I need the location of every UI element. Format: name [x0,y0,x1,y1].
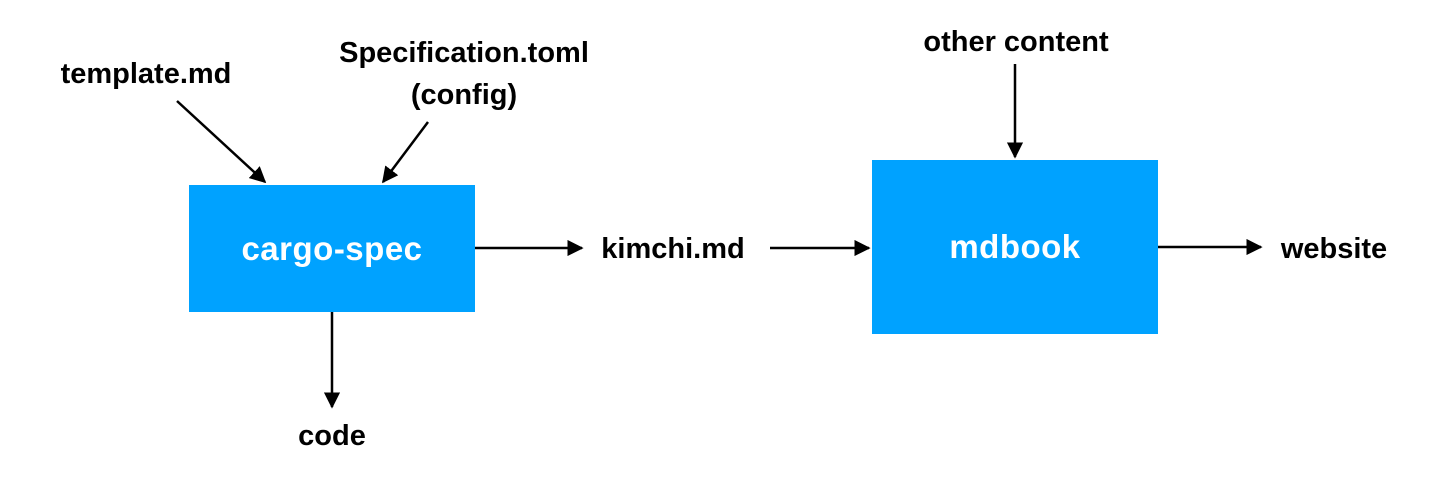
label-other-content: other content [923,26,1109,58]
label-website: website [1280,233,1388,265]
arrow-spec-toml-to-cargo-spec [382,121,429,184]
node-mdbook-label: mdbook [949,228,1081,265]
label-specification-toml-line1: Specification.toml [339,37,589,69]
label-specification-toml: Specification.toml (config) [339,32,589,116]
label-specification-toml-line2: (config) [410,79,518,111]
label-kimchi-md: kimchi.md [601,233,745,265]
node-mdbook: mdbook [872,160,1158,334]
node-cargo-spec-label: cargo-spec [241,229,423,267]
label-code: code [298,420,366,452]
label-template-md: template.md [60,58,232,90]
node-cargo-spec: cargo-spec [189,185,475,312]
arrow-template-to-cargo-spec [176,100,267,184]
